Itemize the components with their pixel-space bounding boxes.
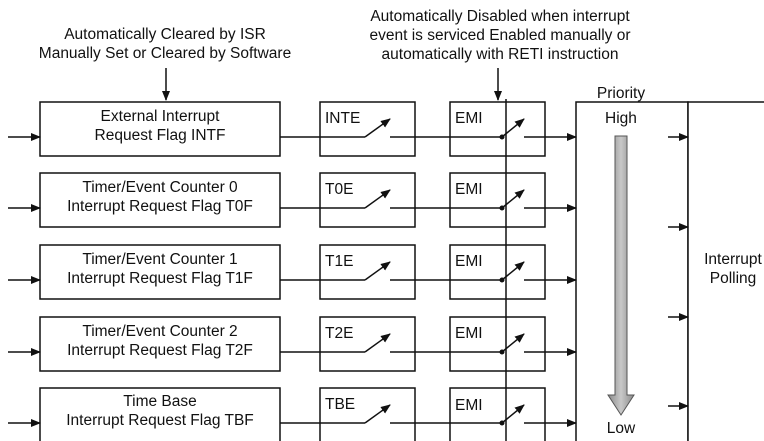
priority-low-label: Low [606, 420, 636, 437]
annotation-line: Automatically Disabled when interrupt [370, 8, 630, 25]
enable-box [319, 172, 416, 228]
source-label: External Interrupt Request Flag INTF [40, 107, 280, 145]
emi-label: EMI [455, 110, 483, 127]
enable-switch [364, 333, 391, 353]
emi-switch [501, 118, 525, 138]
annotation-line: Automatically Cleared by ISR [64, 26, 266, 43]
interrupt-polling-label: Interrupt Polling [696, 250, 764, 288]
enable-box [319, 101, 416, 157]
source-label: Timer/Event Counter 1 Interrupt Request … [40, 250, 280, 288]
priority-title: Priority [596, 85, 646, 102]
emi-box [449, 316, 546, 372]
source-label-line: Interrupt Request Flag T2F [67, 342, 253, 359]
enable-label: TBE [325, 396, 356, 413]
enable-box [319, 244, 416, 300]
annotation-line: event is serviced Enabled manually or [369, 27, 631, 44]
enable-box [319, 387, 416, 441]
enable-switch [364, 404, 391, 424]
emi-label: EMI [455, 253, 483, 270]
emi-box [449, 387, 546, 441]
emi-switch [501, 189, 525, 209]
emi-switch [501, 333, 525, 353]
source-label: Timer/Event Counter 0 Interrupt Request … [40, 178, 280, 216]
annotation-line: Manually Set or Cleared by Software [38, 45, 292, 62]
source-label-line: External Interrupt [100, 108, 220, 125]
source-label-line: Time Base [123, 393, 197, 410]
polling-line: Polling [709, 270, 757, 287]
flag-clear-annotation: Automatically Cleared by ISR Manually Se… [0, 25, 330, 63]
source-label-line: Interrupt Request Flag TBF [66, 412, 254, 429]
emi-box [449, 172, 546, 228]
priority-arrow [607, 135, 635, 416]
source-label-line: Timer/Event Counter 1 [82, 251, 238, 268]
source-flag-box [39, 316, 281, 372]
source-flag-box [39, 101, 281, 157]
emi-box [449, 101, 546, 157]
annotation-line: automatically with RETI instruction [381, 46, 619, 63]
source-label-line: Timer/Event Counter 0 [82, 179, 238, 196]
source-flag-box [39, 172, 281, 228]
emi-switch [501, 404, 525, 424]
source-label-line: Interrupt Request Flag T1F [67, 270, 253, 287]
emi-label: EMI [455, 181, 483, 198]
source-label: Timer/Event Counter 2 Interrupt Request … [40, 322, 280, 360]
enable-switch [364, 261, 391, 281]
enable-switch [364, 118, 391, 138]
enable-label: T2E [325, 325, 354, 342]
source-label-line: Interrupt Request Flag T0F [67, 198, 253, 215]
emi-switch [501, 261, 525, 281]
source-label: Time Base Interrupt Request Flag TBF [40, 392, 280, 430]
enable-box [319, 316, 416, 372]
enable-label: T0E [325, 181, 354, 198]
priority-box [575, 101, 689, 441]
enable-label: T1E [325, 253, 354, 270]
emi-label: EMI [455, 325, 483, 342]
enable-label: INTE [325, 110, 361, 127]
polling-line: Interrupt [704, 251, 762, 268]
emi-label: EMI [455, 397, 483, 414]
source-flag-box [39, 387, 281, 441]
source-label-line: Request Flag INTF [94, 127, 226, 144]
enable-switch [364, 189, 391, 209]
priority-high-label: High [605, 110, 637, 127]
source-flag-box [39, 244, 281, 300]
source-label-line: Timer/Event Counter 2 [82, 323, 238, 340]
emi-annotation: Automatically Disabled when interrupt ev… [340, 7, 660, 64]
emi-box [449, 244, 546, 300]
interrupt-polling-box [687, 101, 764, 441]
